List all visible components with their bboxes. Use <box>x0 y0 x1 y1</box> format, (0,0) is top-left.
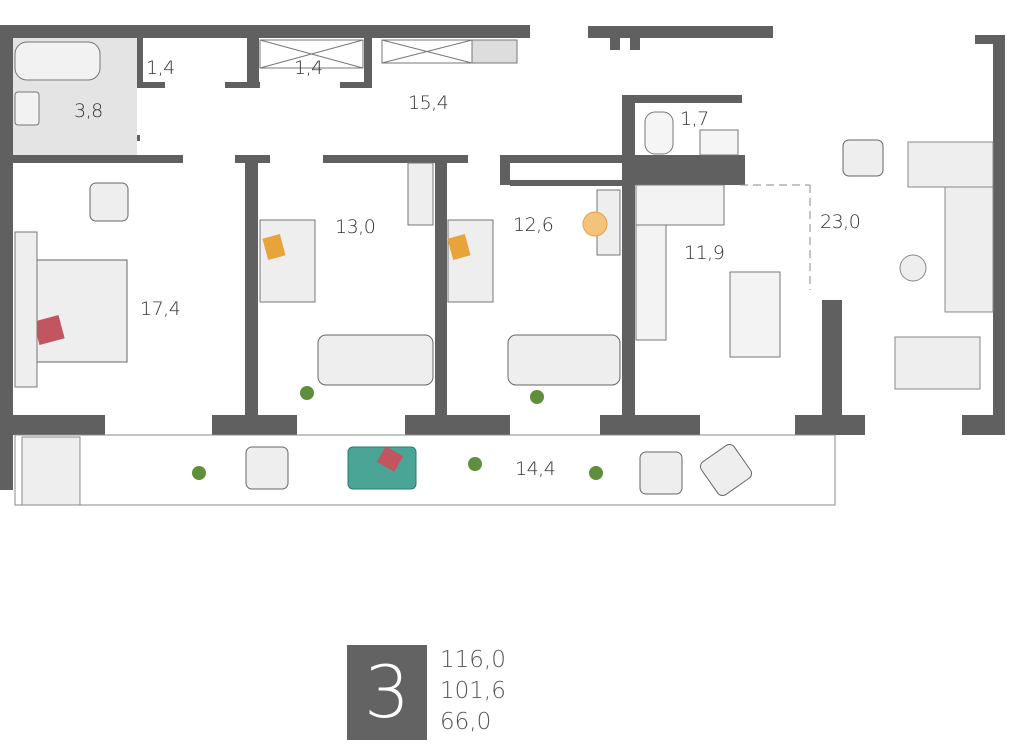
wardrobe-icon <box>259 39 518 69</box>
rooms-count-badge: 3 <box>347 645 427 740</box>
room-area-living-room: 23,0 <box>820 211 861 233</box>
table-icon <box>899 254 927 282</box>
balcony-outline <box>14 434 836 506</box>
room-area-storage-1: 1,4 <box>146 57 175 79</box>
room-area-bathroom: 3,8 <box>74 100 103 122</box>
sink-icon <box>14 91 40 126</box>
walls <box>0 25 1005 490</box>
balcony-cabinet <box>21 436 81 506</box>
pillow-icon <box>33 315 65 345</box>
sink-icon <box>699 129 739 156</box>
area-summary: 116,0 101,6 66,0 <box>440 645 506 738</box>
desk-icon <box>14 162 621 388</box>
total-area: 116,0 <box>440 647 506 673</box>
bed-icon <box>14 259 621 386</box>
room-area-bedroom-1: 17,4 <box>140 298 181 320</box>
residential-area: 66,0 <box>440 709 492 735</box>
kitchen-furniture <box>635 184 781 358</box>
plant-icon <box>192 386 603 480</box>
living-area: 101,6 <box>440 678 506 704</box>
armchair-icon <box>89 139 884 496</box>
toilet-icon <box>644 111 674 155</box>
chair-icon <box>582 211 608 237</box>
bathtub-icon <box>14 41 101 81</box>
sofa-icon <box>894 141 994 390</box>
room-area-balcony: 14,4 <box>515 458 556 480</box>
room-area-bedroom-3: 12,6 <box>513 214 554 236</box>
room-area-storage-2: 1,4 <box>294 57 323 79</box>
room-area-hallway: 15,4 <box>408 92 449 114</box>
room-area-toilet: 1,7 <box>680 108 709 130</box>
room-area-kitchen: 11,9 <box>684 242 725 264</box>
pillow-icon <box>376 446 404 472</box>
room-area-bedroom-2: 13,0 <box>335 216 376 238</box>
